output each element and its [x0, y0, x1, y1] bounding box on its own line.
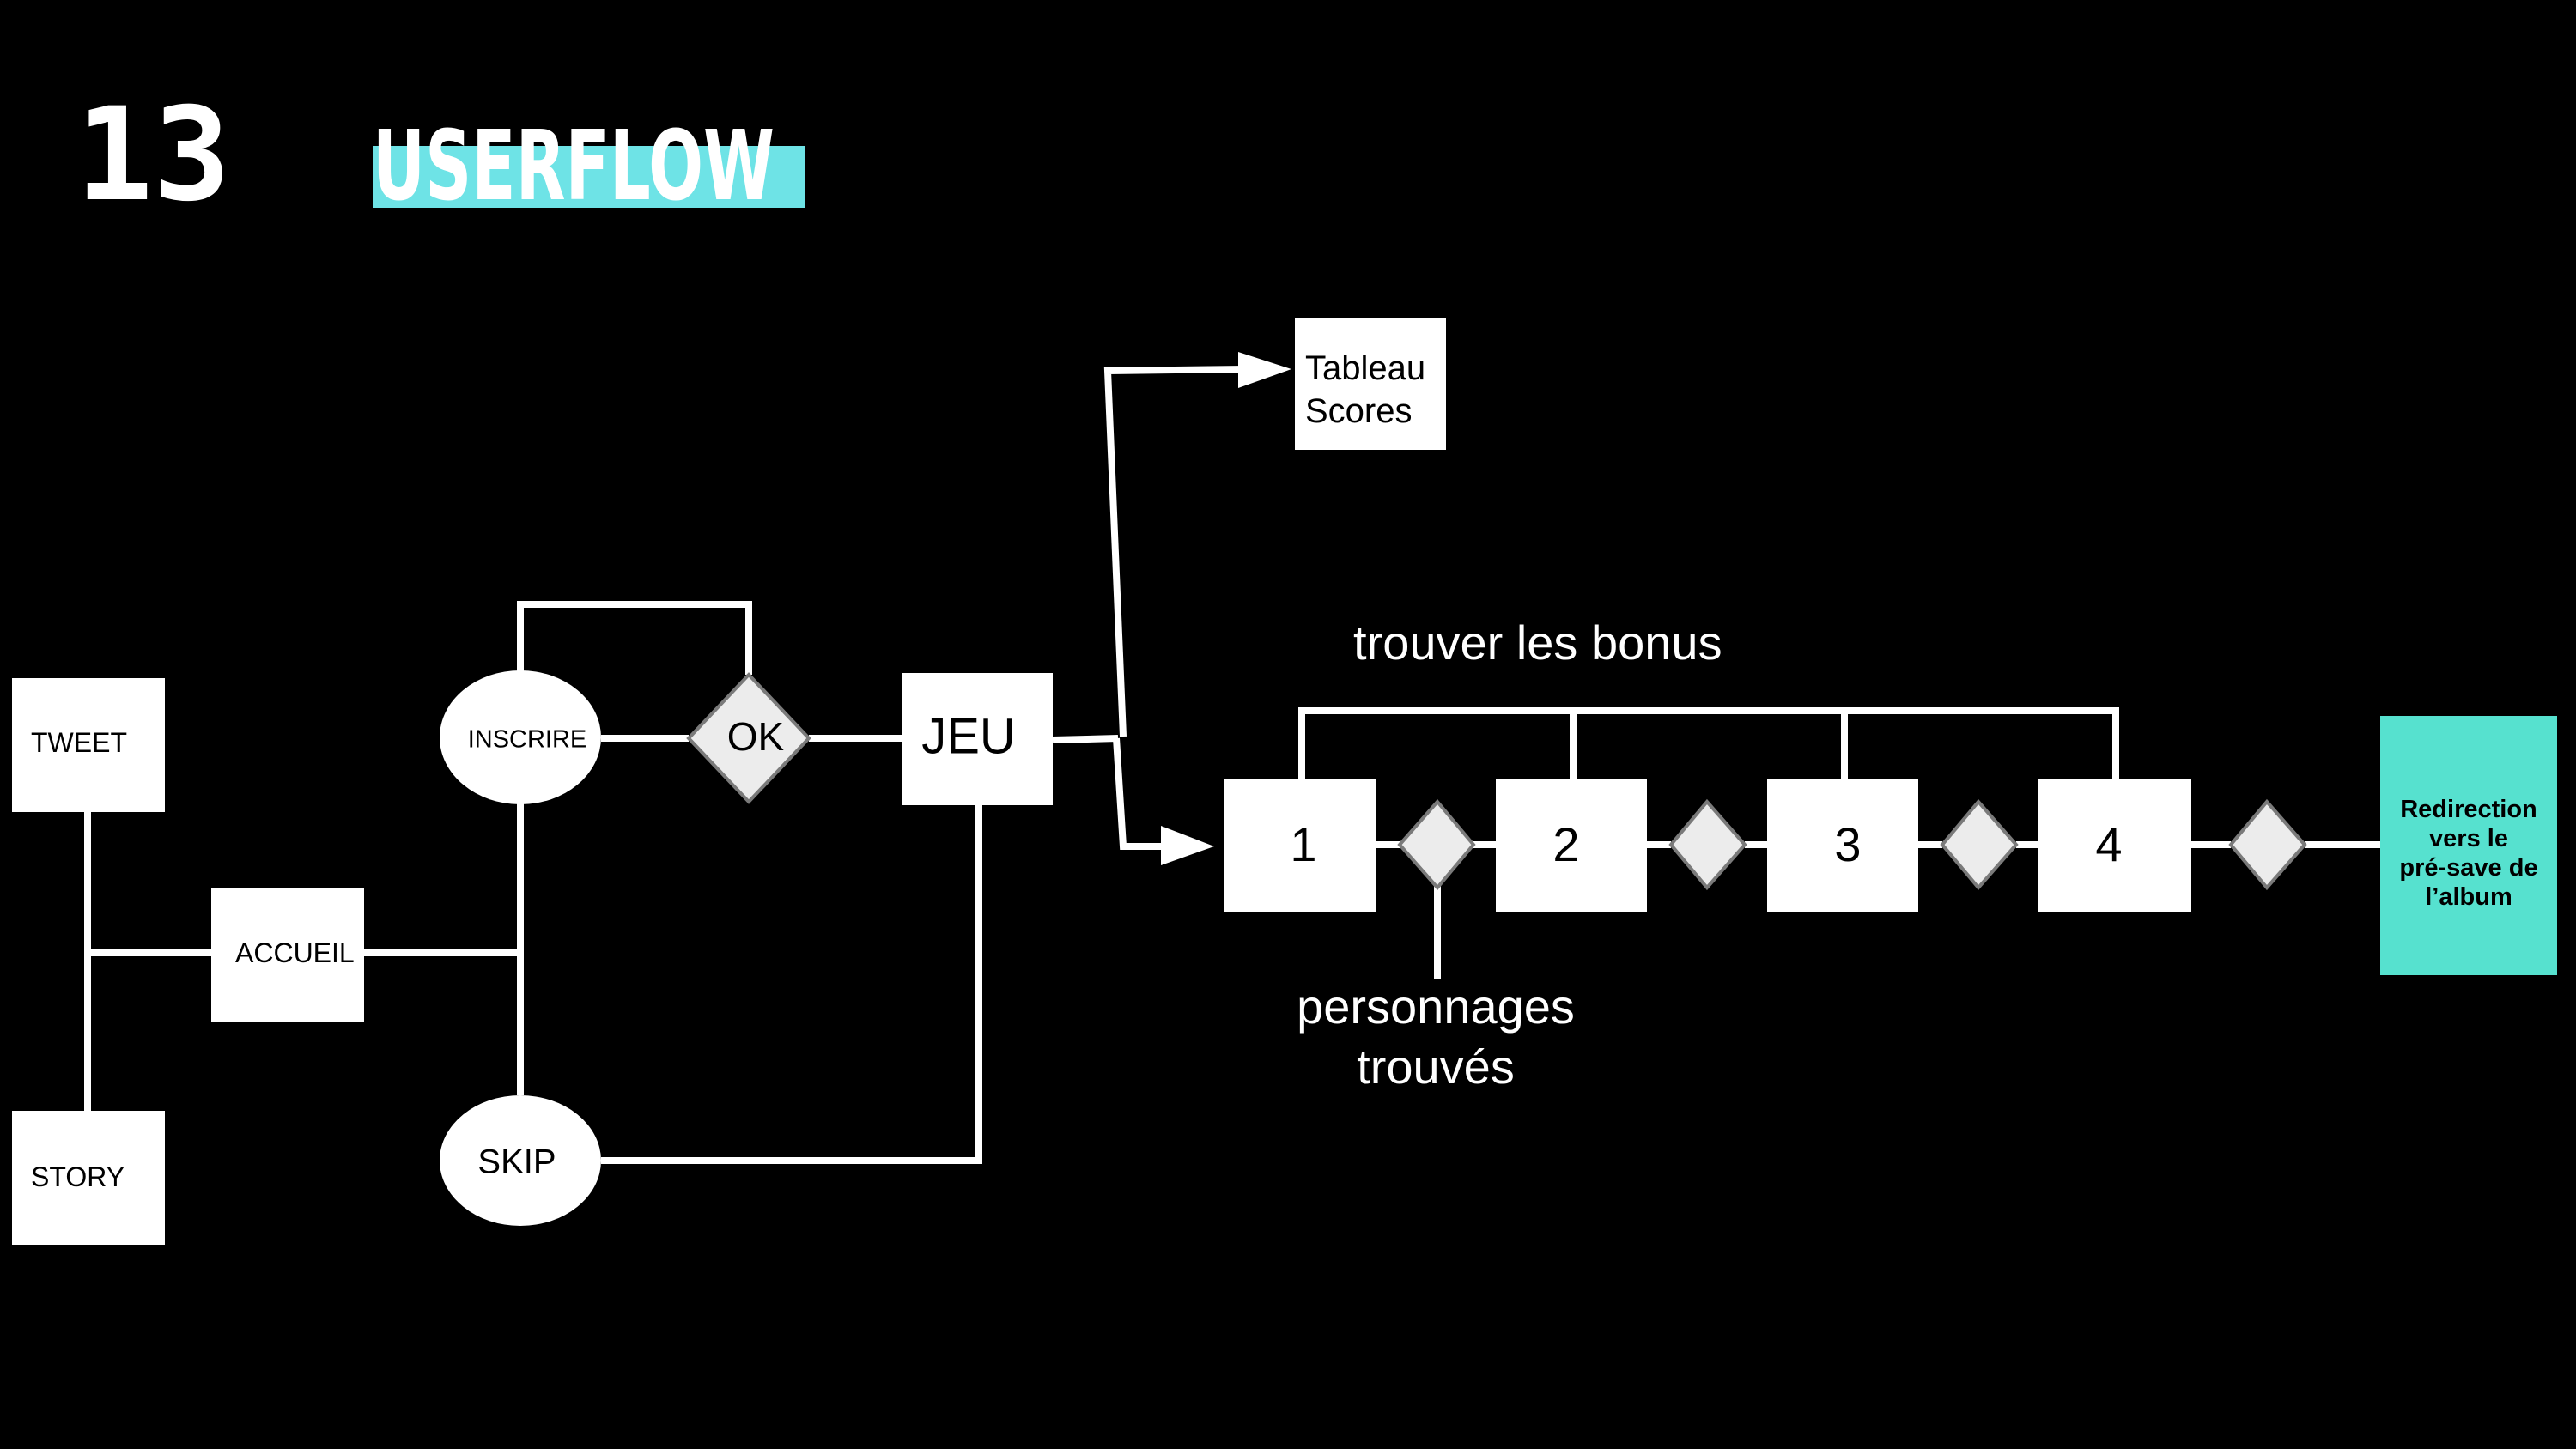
inscrire-node[interactable]: INSCRIRE — [440, 670, 601, 804]
tableau-scores-node[interactable]: Tableau Scores — [1295, 318, 1446, 450]
decision-diamond-4[interactable] — [2228, 798, 2307, 891]
redirection-node[interactable]: Redirection vers le pré-save de l’album — [2380, 716, 2557, 975]
jeu-label: JEU — [921, 708, 1016, 764]
skip-node[interactable]: SKIP — [440, 1095, 601, 1226]
accueil-node[interactable]: ACCUEIL — [211, 888, 364, 1022]
tableau-label: Tableau — [1305, 349, 1425, 387]
redirection-label-2: vers le — [2429, 825, 2508, 852]
level-2-label: 2 — [1552, 817, 1579, 871]
tweet-label: TWEET — [31, 727, 127, 758]
found-annotation-line2: trouvés — [1357, 1040, 1515, 1094]
bonus-annotation: trouver les bonus — [1353, 615, 1722, 670]
decision-diamond-1[interactable] — [1397, 798, 1476, 891]
scores-label: Scores — [1305, 392, 1413, 430]
ok-label: OK — [727, 714, 785, 759]
redirection-label-4: l’album — [2425, 883, 2512, 911]
story-label: STORY — [31, 1161, 125, 1192]
page-title: USERFLOW — [373, 111, 775, 222]
tweet-node[interactable]: TWEET — [12, 678, 165, 812]
slide-number: 13 — [76, 81, 231, 230]
arrow-to-level-1 — [1161, 826, 1214, 865]
decision-diamond-3[interactable] — [1940, 798, 2019, 891]
skip-label: SKIP — [477, 1143, 556, 1181]
jeu-node[interactable]: JEU — [902, 673, 1053, 805]
found-annotation-line1: personnages — [1297, 979, 1575, 1034]
level-4-node[interactable]: 4 — [2038, 779, 2191, 912]
redirection-label-3: pré-save de — [2399, 854, 2537, 882]
level-2-node[interactable]: 2 — [1496, 779, 1647, 912]
story-node[interactable]: STORY — [12, 1111, 165, 1245]
level-1-node[interactable]: 1 — [1224, 779, 1376, 912]
inscrire-label: INSCRIRE — [468, 726, 587, 754]
arrow-to-tableau — [1238, 352, 1291, 388]
decision-diamond-2[interactable] — [1668, 798, 1747, 891]
redirection-label-1: Redirection — [2400, 796, 2537, 823]
accueil-label: ACCUEIL — [235, 937, 355, 968]
connector-lines — [84, 366, 2380, 1164]
level-3-node[interactable]: 3 — [1767, 779, 1918, 912]
ok-decision[interactable]: OK — [686, 672, 811, 804]
level-4-label: 4 — [2095, 817, 2122, 871]
level-3-label: 3 — [1834, 817, 1861, 871]
level-1-label: 1 — [1290, 817, 1316, 871]
title-highlight — [373, 146, 805, 208]
